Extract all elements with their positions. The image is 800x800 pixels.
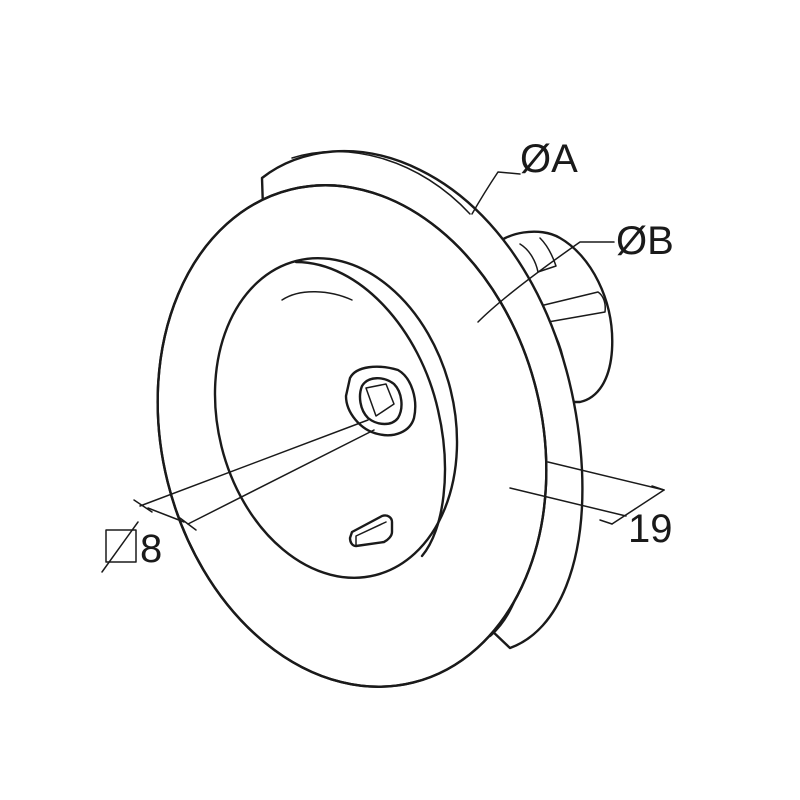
label-inner-diameter: ØB [616, 219, 674, 263]
leader-lines [471, 171, 615, 323]
locating-key [348, 514, 394, 548]
front-flange [156, 184, 548, 688]
label-width: 19 [628, 507, 673, 551]
diameter-symbol-box [105, 529, 137, 563]
bore-dimension [133, 419, 375, 531]
diameter-slash [101, 521, 139, 573]
label-outer-diameter: ØA [520, 137, 578, 181]
width-dimension [509, 461, 665, 525]
label-bore-value: 8 [140, 527, 162, 571]
label-bore: 8 [101, 521, 162, 573]
